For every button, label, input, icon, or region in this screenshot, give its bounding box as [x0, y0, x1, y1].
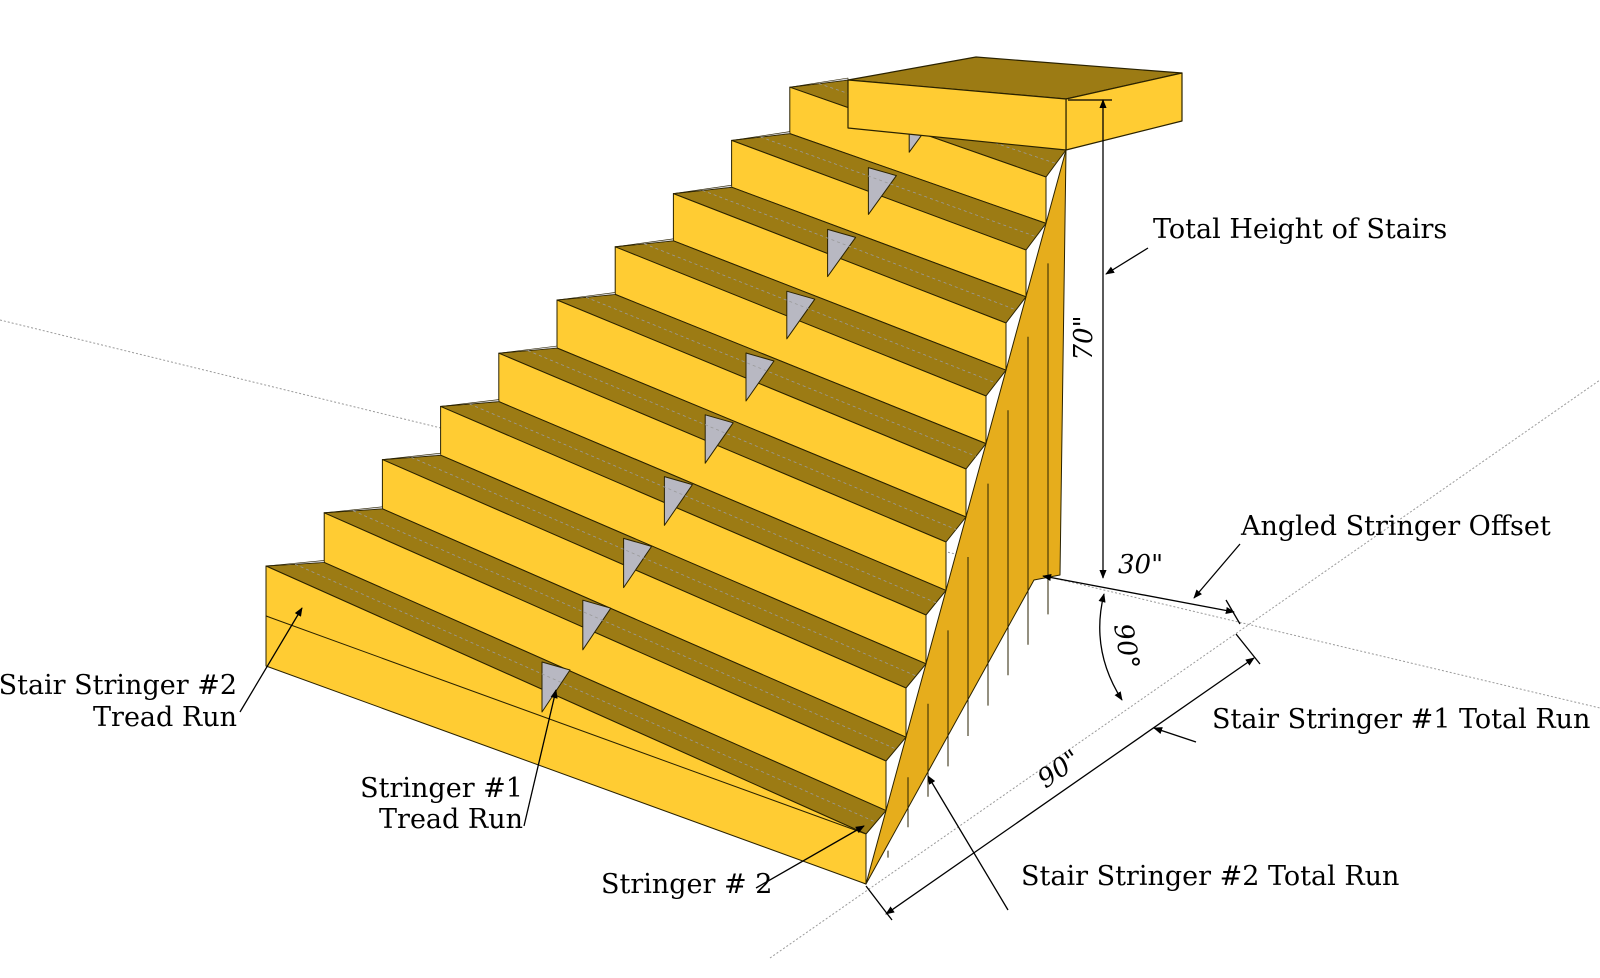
label-stringer1-tread-run-line1: Stringer #1 [360, 773, 523, 804]
tread-guide-line [469, 403, 937, 604]
label-stringer2-tread-run-line1: Stair Stringer #2 [0, 670, 237, 701]
label-stringer2-tread-run-line2: Tread Run [93, 702, 237, 733]
guide-line-right [1044, 575, 1600, 709]
label-stringer2-total-run: Stair Stringer #2 Total Run [1021, 861, 1399, 892]
top-landing [847, 56, 1183, 151]
stringer1-notch [663, 476, 693, 526]
height-dimension-label: 70" [1069, 315, 1099, 360]
leader-stringer2-total-run [927, 775, 1009, 911]
stringer1-notch [867, 167, 897, 215]
leader-lines [239, 247, 1241, 911]
run-dimension-line [885, 657, 1255, 915]
label-stringer2: Stringer # 2 [601, 869, 772, 900]
tread-guide-line [585, 296, 977, 457]
stringer2-gap [731, 131, 791, 141]
angle-dimension-label: 90° [1107, 621, 1145, 672]
tread-guide-line [294, 563, 877, 823]
stringer1-notch [786, 290, 816, 340]
leader-stringer2-tread-run [239, 607, 303, 713]
run-extension-top [1235, 633, 1261, 665]
tread-guide-line [527, 350, 957, 530]
label-stringer1-total-run: Stair Stringer #1 Total Run [1212, 704, 1590, 735]
offset-dimension-line [1042, 573, 1235, 615]
stringer1-notch [582, 599, 612, 651]
stringer1-notch [704, 414, 734, 464]
label-total-height: Total Height of Stairs [1153, 214, 1447, 245]
leader-total-height [1105, 247, 1149, 275]
tread-guide-line [353, 510, 897, 750]
tread-guide-line [702, 190, 1017, 311]
stringer1-notch [827, 228, 857, 278]
leader-stringer1-tread-run [523, 689, 558, 827]
staircase [265, 77, 1067, 885]
dimension-lines [865, 99, 1261, 921]
leader-stringer1-total-run [1153, 727, 1197, 743]
tread-guide-line [760, 136, 1037, 238]
offset-dimension-label: 30" [1118, 550, 1163, 580]
bottom-front-face [265, 615, 867, 885]
label-angled-offset: Angled Stringer Offset [1240, 511, 1551, 542]
leader-stringer2 [755, 825, 865, 889]
landing-riser-face [847, 79, 1067, 151]
leader-angled-offset [1193, 543, 1241, 599]
stringer1-notch [623, 537, 653, 589]
run-extension-bottom [865, 885, 893, 921]
label-stringer1-tread-run-line2: Tread Run [379, 804, 523, 835]
tread-guide-line [411, 457, 917, 677]
run-dimension-label: 90" [1032, 744, 1086, 794]
offset-extension-right [1225, 599, 1241, 625]
